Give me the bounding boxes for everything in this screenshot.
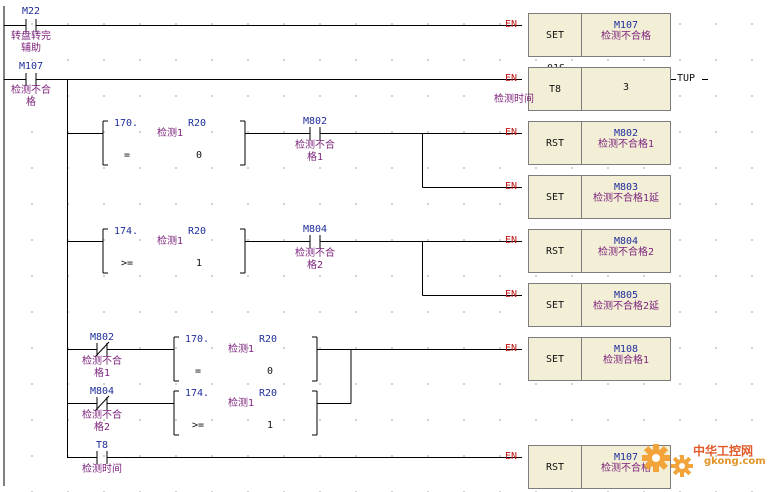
watermark-url: gkong.com [704, 456, 766, 467]
contact-comment: 转盘转完 [11, 31, 51, 42]
operand-address: M804 [613, 236, 639, 247]
nc-contact-address: M804 [89, 386, 115, 397]
operand-address: M107 [613, 452, 639, 463]
operand-comment: 检测合格1 [602, 355, 650, 366]
contact-comment: 检测不合 [82, 410, 122, 421]
nc-contact-address: M802 [89, 332, 115, 343]
compare-operand-comment: 检测1 [157, 128, 184, 139]
contact-address: M804 [302, 224, 328, 235]
compare-operator: = [124, 150, 131, 161]
operand-comment: 检测不合格2 [597, 247, 655, 258]
instruction: RST [529, 230, 582, 272]
instruction: SET [529, 176, 582, 218]
compare-operand-comment: 检测1 [228, 398, 255, 409]
en-label: EN [505, 235, 518, 246]
compare-operand: R20 [188, 226, 207, 237]
timer-t8[interactable]: T8 3 [528, 67, 671, 111]
timer-address: T8 [529, 68, 582, 110]
compare-operand: R20 [259, 388, 278, 399]
instruction: SET [529, 338, 582, 380]
en-label: EN [505, 181, 518, 192]
compare-operand-comment: 检测1 [228, 344, 255, 355]
compare-const: 170. [114, 118, 139, 129]
operand-address: M805 [613, 290, 639, 301]
contact-comment: 格2 [306, 260, 324, 271]
timer-preset: 3 [622, 82, 630, 93]
en-label: EN [505, 289, 518, 300]
en-label: EN [505, 73, 518, 84]
operand-address: M802 [613, 128, 639, 139]
compare-operand: R20 [259, 334, 278, 345]
operand-comment: 检测不合格 [601, 463, 651, 474]
instruction: SET [529, 284, 582, 326]
en-label: EN [505, 343, 518, 354]
operand-address: M107 [613, 20, 639, 31]
operand-address: M108 [613, 344, 639, 355]
en-label: EN [505, 127, 518, 138]
operand-comment: 检测不合格 [601, 31, 651, 42]
operand-comment: 检测不合格1 [597, 139, 655, 150]
en-label: EN [505, 19, 518, 30]
contact-comment: 格 [26, 97, 36, 108]
compare-value: 1 [267, 420, 274, 431]
timer-comment: 检测时间 [494, 94, 534, 105]
operand-comment: 检测不合格1延 [592, 193, 660, 204]
compare-operator: >= [121, 258, 134, 269]
contact-comment: 格1 [93, 368, 111, 379]
compare-operand: R20 [188, 118, 207, 129]
contact-comment: 检测不合 [295, 140, 335, 151]
compare-value: 0 [267, 366, 274, 377]
compare-value: 0 [196, 150, 203, 161]
compare-value: 1 [196, 258, 203, 269]
instruction: RST [529, 446, 582, 488]
gear-icon [642, 444, 693, 477]
contact-address: M22 [21, 6, 41, 17]
en-label: EN [505, 451, 518, 462]
contact-address: M107 [18, 61, 44, 72]
contact-address: M802 [302, 116, 328, 127]
contact-comment: 检测不合 [11, 85, 51, 96]
compare-operator: = [195, 366, 202, 377]
contact-comment: 格2 [93, 422, 111, 433]
compare-const: 170. [185, 334, 210, 345]
contact-comment: 检测时间 [82, 464, 122, 475]
timer-output: TUP [677, 73, 696, 84]
watermark-logo: 中华工控网 gkong.com [636, 436, 772, 490]
operand-address: M803 [613, 182, 639, 193]
compare-operand-comment: 检测1 [157, 236, 184, 247]
contact-comment: 检测不合 [82, 356, 122, 367]
watermark-brand: 中华工控网 [693, 444, 754, 458]
compare-const: 174. [185, 388, 210, 399]
compare-const: 174. [114, 226, 139, 237]
compare-operator: >= [192, 420, 205, 431]
contact-comment: 检测不合 [295, 248, 335, 259]
contact-comment: 格1 [306, 152, 324, 163]
contact-address: T8 [95, 440, 109, 451]
operand-comment: 检测不合格2延 [592, 301, 660, 312]
contact-comment: 辅助 [21, 43, 41, 54]
instruction: RST [529, 122, 582, 164]
instruction: SET [529, 14, 582, 56]
